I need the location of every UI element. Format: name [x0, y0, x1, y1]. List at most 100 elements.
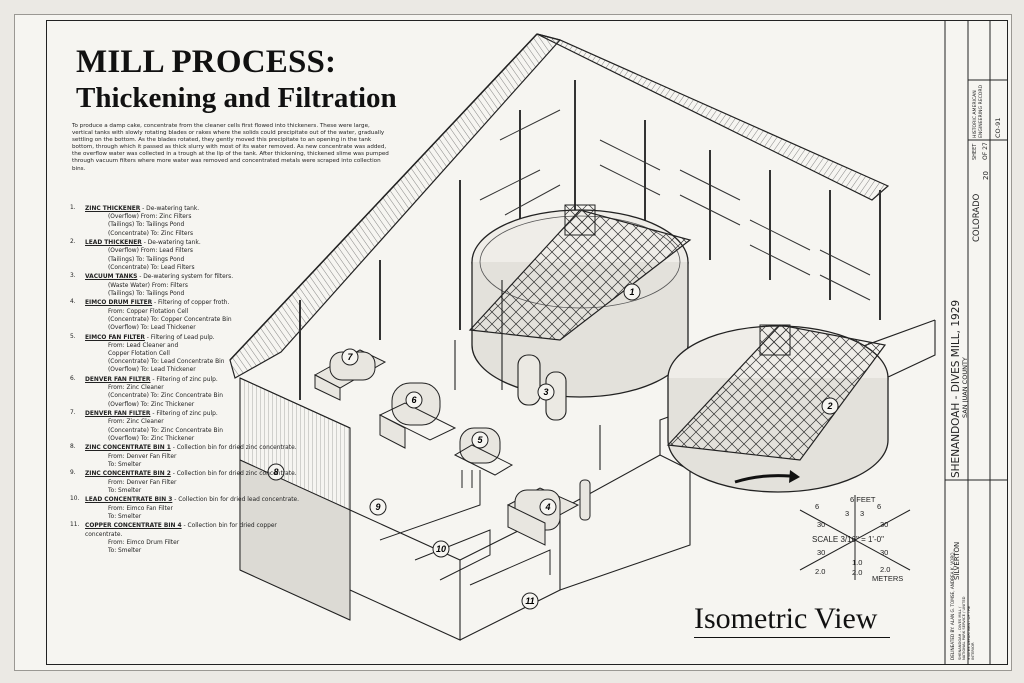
legend-item-detail: (Concentrate) To: Copper Concentrate Bin [108, 316, 232, 323]
scale-graphic: 6 FEET 6 3 3 6 30 30 SCALE 3/16" = 1'-0"… [799, 495, 911, 583]
legend-item: 10. LEAD CONCENTRATE BIN 3 - Collection b… [70, 496, 305, 521]
legend-item-description: - Filtering of Lead pulp. [144, 334, 215, 341]
legend-item-detail: To: Smelter [108, 461, 142, 468]
title-line-2: Thickening and Filtration [76, 82, 397, 114]
thickener-1 [468, 204, 692, 398]
svg-text:9: 9 [375, 502, 380, 512]
legend-item-number: 7. [70, 410, 76, 417]
legend-item-description: - De-watering tank. [140, 206, 200, 212]
svg-text:5: 5 [477, 435, 483, 445]
legend-item-detail: From: Eimco Fan Filter [108, 505, 173, 512]
svg-text:30: 30 [880, 520, 888, 529]
legend-item-name: ZINC CONCENTRATE BIN 2 [85, 471, 171, 478]
svg-text:3: 3 [543, 387, 548, 397]
svg-text:6: 6 [877, 502, 881, 511]
svg-text:3: 3 [860, 509, 864, 518]
svg-text:3: 3 [845, 509, 849, 518]
svg-text:11: 11 [525, 596, 534, 606]
svg-text:6: 6 [411, 395, 417, 405]
legend-item-description: - Collection bin for dried lead concentr… [172, 497, 299, 504]
legend-item-name: EIMCO FAN FILTER [85, 334, 145, 341]
legend-item-detail: (Tailings) To: Tailings Pond [108, 290, 185, 297]
title-block-sheet-of: OF 27 [982, 142, 989, 160]
legend-item-number: 11. [70, 522, 80, 529]
legend-item-detail: From: Denver Fan Filter [108, 453, 177, 460]
callout-3: 3 [537, 383, 555, 401]
title-block-sponsor: SHENANDOAH - DIVES MILL / NATIONAL PARK … [958, 596, 975, 660]
legend-item-description: - Collection bin for dried zinc concentr… [170, 445, 297, 452]
svg-text:2.0: 2.0 [852, 568, 862, 577]
legend-item: 2.LEAD THICKENER - De-watering tank.(Ove… [70, 239, 305, 272]
frame-bracing [479, 109, 871, 301]
legend-item-number: 1. [70, 205, 76, 211]
legend-item: 4.EIMCO DRUM FILTER - Filtering of coppe… [70, 299, 305, 332]
bin-walls [379, 470, 551, 586]
svg-text:6: 6 [815, 502, 819, 511]
legend-item-number: 6. [70, 376, 76, 383]
thickener-2 [666, 324, 889, 493]
callout-8: 8 [267, 463, 285, 481]
svg-text:SCALE 3/16" = 1'-0": SCALE 3/16" = 1'-0" [812, 535, 884, 544]
callout-11: 11 [521, 592, 539, 610]
legend-item-number: 5. [70, 333, 76, 340]
svg-text:2.0: 2.0 [880, 565, 890, 574]
title-line-1: MILL PROCESS: [76, 44, 337, 80]
legend-item-detail: (Concentrate) To: Lead Concentrate Bin [108, 359, 225, 366]
legend-item-name: DENVER FAN FILTER [85, 377, 151, 384]
callout-5: 5 [471, 431, 489, 449]
title-block-haer-number: CO-91 [994, 117, 1002, 138]
title-block-delineator: DELINEATED BY: ALAN G. TOMSE, ANDREA K. … [950, 548, 955, 660]
legend-item-description: - De-watering system for filters. [137, 274, 234, 281]
legend-item-detail: (Waste Water) From: Filters [108, 282, 188, 289]
title-block-state: COLORADO [972, 193, 982, 242]
legend-item-detail: (Overflow) To: Lead Thickener [108, 367, 196, 374]
svg-text:6 FEET: 6 FEET [850, 495, 876, 504]
legend-item-detail: From: Eimco Drum Filter [108, 539, 180, 546]
intro-paragraph: To produce a damp cake, concentrate from… [72, 123, 389, 172]
drawing-border [46, 20, 1008, 665]
legend-item-description: - De-watering tank. [141, 240, 201, 247]
callout-6: 6 [405, 391, 423, 409]
legend-item-detail: From: Lead Cleaner and [108, 342, 179, 349]
legend-item-detail: To: Smelter [108, 548, 142, 555]
legend-item-name: DENVER FAN FILTER [85, 411, 151, 418]
legend-item-description: - Filtering of zinc pulp. [150, 377, 218, 384]
legend-item-detail: From: Denver Fan Filter [108, 479, 177, 486]
legend-item: 9.ZINC CONCENTRATE BIN 2 - Collection bi… [70, 470, 305, 495]
legend-item-detail: Copper Flotation Cell [108, 351, 170, 358]
legend-item: 1.ZINC THICKENER - De-watering tank.(Ove… [70, 205, 305, 238]
legend-item: 8. ZINC CONCENTRATE BIN 1 - Collection bi… [70, 444, 305, 469]
legend-item-number: 4. [70, 299, 76, 306]
legend-item-detail: (Overflow) From: Lead Filters [108, 248, 193, 255]
legend-item: 11.COPPER CONCENTRATE BIN 4 - Collection… [70, 522, 305, 555]
callout-markers: 1 2 3 4 5 6 7 8 9 10 11 [267, 283, 839, 610]
legend-item: 3.VACUUM TANKS - De-watering system for … [70, 273, 305, 298]
callout-4: 4 [539, 498, 557, 516]
roof-right [536, 33, 890, 201]
legend-item-detail: (Overflow) To: Lead Thickener [108, 325, 196, 332]
legend-item-name: ZINC CONCENTRATE BIN 1 [85, 445, 171, 452]
legend-item-detail: From: Zinc Cleaner [108, 385, 164, 392]
svg-text:8: 8 [273, 467, 278, 477]
svg-text:4: 4 [544, 502, 550, 512]
filter-7 [313, 349, 387, 401]
svg-text:2.0: 2.0 [815, 567, 825, 576]
legend-item-detail: From: Zinc Cleaner [108, 419, 164, 426]
legend-item: 6. DENVER FAN FILTER - Filtering of zinc … [70, 376, 305, 409]
svg-text:METERS: METERS [872, 574, 903, 583]
legend-item-name: LEAD CONCENTRATE BIN 3 [85, 497, 173, 504]
legend-item-detail: (Tailings) To: Tailings Pond [108, 256, 185, 263]
callout-9: 9 [369, 498, 387, 516]
legend-item-detail: To: Smelter [108, 513, 142, 520]
legend-item-detail: (Overflow) From: Zinc Filters [108, 214, 192, 221]
equipment-legend: 1.ZINC THICKENER - De-watering tank.(Ove… [70, 205, 305, 557]
legend-item-number: 3. [70, 273, 76, 280]
legend-item-name: EIMCO DRUM FILTER [85, 300, 153, 307]
svg-text:30: 30 [817, 520, 825, 529]
legend-item: 5. EIMCO FAN FILTER - Filtering of Lead p… [70, 334, 305, 375]
legend-item-number: 8. [70, 444, 76, 451]
callout-1: 1 [623, 283, 641, 301]
svg-text:10: 10 [436, 544, 446, 554]
legend-item-number: 10. [70, 496, 80, 503]
